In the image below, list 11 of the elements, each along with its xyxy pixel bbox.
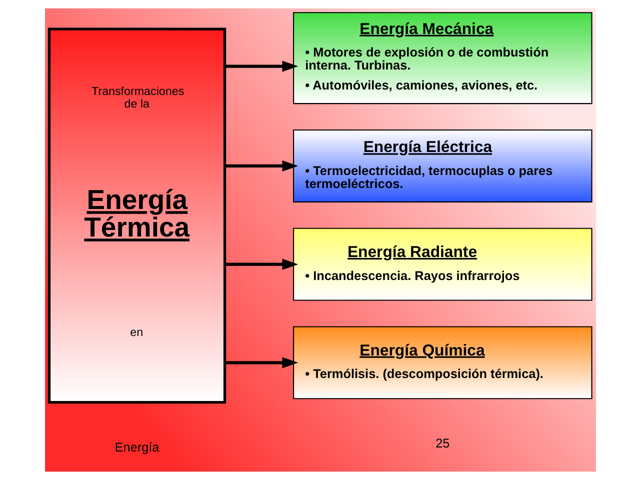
arrow <box>224 258 298 270</box>
arrow <box>224 160 298 172</box>
node-box: Energía Radiante • Incandescencia. Rayos infrarrojos <box>292 228 592 301</box>
node-box: Energía Eléctrica • Termoelectricidad, termocuplas o pares termoeléctricos. <box>292 129 592 202</box>
arrow <box>224 357 298 368</box>
node-box: Transformaciones de la Energía Térmica en <box>47 28 226 404</box>
arrow <box>224 60 298 72</box>
label: Energía <box>114 440 159 455</box>
label: 25 <box>435 436 450 450</box>
node-box: Energía Mecánica • Motores de explosión o de combustión interna. Turbinas. • Automóviles, camiones, aviones, etc. <box>292 12 592 104</box>
node-box: Energía Química • Termólisis. (descomposición térmica). <box>292 326 592 400</box>
